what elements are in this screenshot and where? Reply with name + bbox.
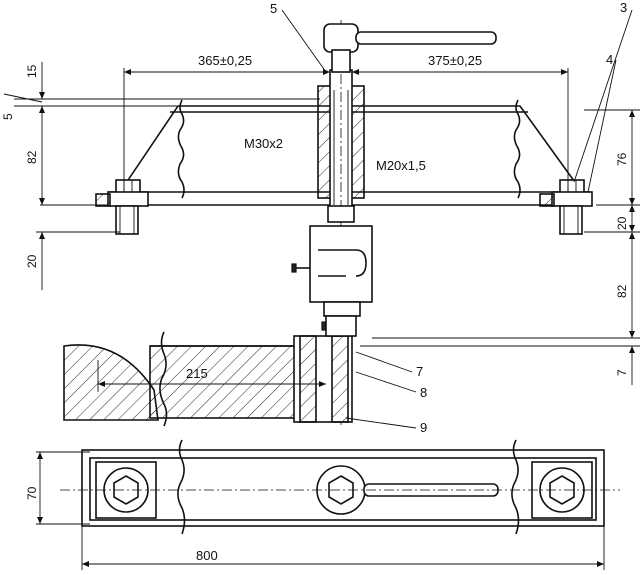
load-cell [291,225,373,317]
leader-top-5 [3,93,43,103]
callout-7: 7 [416,364,423,379]
dim-height-82-right: 82 [615,284,629,298]
load-cell-body [309,225,373,303]
leader-4 [587,59,617,193]
leader-7 [355,351,413,373]
central-screw [317,20,497,425]
dim-length-215: 215 [186,366,208,381]
right-support-bolt [539,179,593,235]
thread-main-label: M30x2 [244,136,283,151]
load-cell-stud [323,301,361,317]
leader-9 [345,417,417,429]
callout-5: 5 [270,1,277,16]
left-washer [107,191,149,207]
leader-8 [355,371,417,393]
dim-overall-800: 800 [196,548,218,563]
right-pad [539,193,555,207]
screw-tip [327,205,355,223]
dim-span-left: 365±0,25 [198,53,252,68]
callout-3: 3 [620,0,627,15]
specimen-section [63,315,357,427]
right-washer [551,191,593,207]
plan-break-right [511,439,520,535]
thread-secondary-label: M20x1,5 [376,158,426,173]
callout-8: 8 [420,385,427,400]
plan-center-nut [328,475,354,505]
dim-height-76: 76 [615,152,629,166]
leader-lines [3,9,633,429]
right-bolt-body [559,205,583,235]
plan-break-left [177,439,186,535]
dimension-lines [14,62,640,570]
dim-span-right: 375±0,25 [428,53,482,68]
callout-4: 4 [606,52,613,67]
leader-3 [573,9,633,183]
clamp-stud [325,315,357,337]
specimen-rounded-part [63,344,159,421]
load-cell-slots [318,249,367,277]
dim-height-82-left: 82 [25,150,39,164]
leader-5 [281,9,327,73]
handle-neck [331,49,351,73]
plan-beam-inner [89,457,597,521]
specimen-arm [149,345,303,419]
left-support-bolt [95,179,149,235]
plan-view [60,439,620,535]
left-bolt-body [115,205,139,235]
dim-height-20-left: 20 [25,254,39,268]
left-pad [95,193,111,207]
callout-9: 9 [420,420,427,435]
dim-height-7: 7 [615,369,629,376]
specimen-break [159,331,168,427]
beam-break-left [177,99,185,199]
dim-top-15: 15 [25,64,39,78]
handle-knob [323,23,359,53]
plan-right-nut [549,475,575,505]
plan-left-nut [113,475,139,505]
dim-top-5: 5 [1,113,15,120]
dim-width-70: 70 [25,486,39,500]
beam-break-right [513,99,521,199]
handle-bar [355,31,497,45]
dim-height-20-right: 20 [615,216,629,230]
